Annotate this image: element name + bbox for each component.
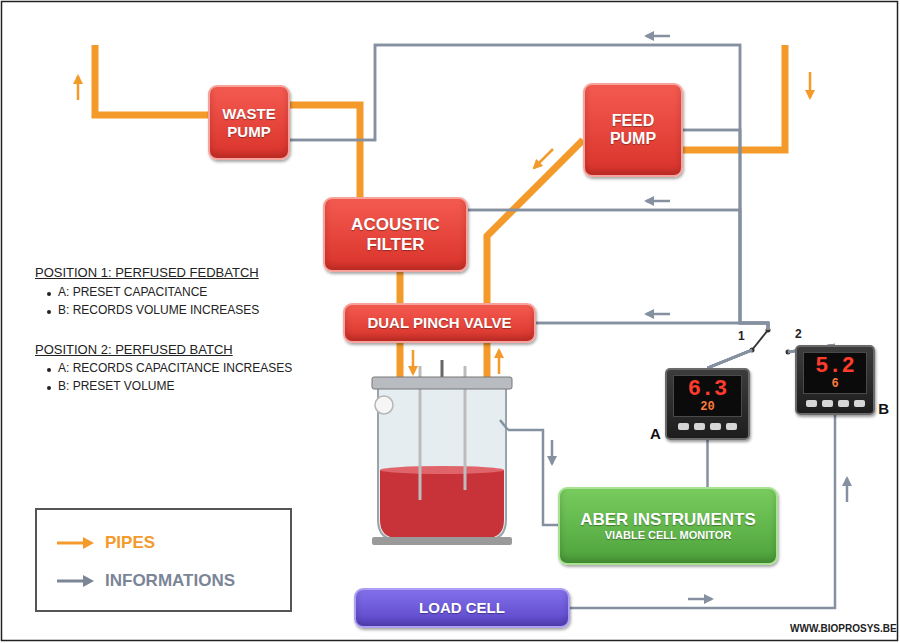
node-label: ABER INSTRUMENTS — [580, 510, 756, 530]
vessel-base — [372, 537, 512, 545]
pump-box: WASTE PUMP — [208, 85, 290, 160]
button-row — [806, 400, 865, 407]
watermark: WWW.BIOPROSYS.BE — [790, 623, 897, 635]
flow-arrow — [412, 350, 415, 374]
signal-arrow — [551, 440, 554, 464]
flow-arrow — [809, 72, 812, 98]
node-label: DUAL PINCH VALVE — [367, 314, 511, 331]
reactor-pipe — [397, 343, 404, 377]
pipe-line — [487, 140, 583, 303]
display-screen: 6.320 — [673, 375, 742, 417]
signal-line — [536, 323, 835, 352]
probe-signal-line — [508, 430, 558, 525]
reactor-pipe — [484, 343, 491, 377]
node-sublabel: VIABLE CELL MONITOR — [605, 529, 732, 542]
mode-heading: POSITION 1: PERFUSED FEDBATCH — [35, 266, 259, 281]
load-cell-box: LOAD CELL — [354, 588, 570, 628]
legend-arrow-head — [83, 537, 94, 549]
device-letter: A — [650, 425, 661, 442]
mode-item: A: PRESET CAPACITANCE — [58, 286, 207, 300]
legend-box: PIPES INFORMATIONS — [35, 508, 292, 612]
legend-text: INFORMATIONS — [105, 571, 235, 591]
legend-arrow-shaft — [57, 580, 85, 583]
switch-lever — [752, 330, 768, 350]
signal-line — [683, 130, 768, 368]
filter-box: ACOUSTIC FILTER — [323, 197, 468, 272]
controller-display: B5.26 — [795, 345, 875, 415]
flow-arrow — [498, 350, 501, 374]
legend-arrow-shaft — [57, 542, 85, 545]
bullet-dot — [47, 292, 51, 296]
display-reading: 6 — [831, 378, 838, 391]
device-button — [806, 400, 817, 407]
culture-medium — [380, 470, 504, 538]
button-row — [678, 423, 737, 430]
signal-line — [536, 323, 768, 368]
medium-surface — [380, 466, 504, 474]
outlet-pipe — [95, 45, 208, 115]
signal-arrow — [646, 200, 670, 203]
device-button — [838, 400, 849, 407]
glass-vessel — [378, 388, 506, 540]
switch-position: 2 — [795, 328, 802, 342]
signal-line — [468, 210, 768, 368]
node-label: LOAD CELL — [419, 599, 505, 616]
signal-line — [570, 415, 835, 608]
device-button — [678, 423, 689, 430]
flow-arrow — [77, 76, 80, 100]
node-label: FEED PUMP — [600, 112, 666, 149]
bullet-dot — [47, 310, 51, 314]
signal-arrow — [646, 313, 670, 316]
inlet-pipe — [683, 45, 785, 150]
mode-item: A: RECORDS CAPACITANCE INCREASES — [58, 362, 292, 376]
legend-arrow — [55, 535, 95, 551]
device-button — [694, 423, 705, 430]
bioreactor — [372, 360, 512, 545]
mode-heading: POSITION 2: PERFUSED BATCH — [35, 343, 233, 358]
signal-arrow — [646, 35, 670, 38]
bullet-dot — [47, 368, 51, 372]
device-button — [710, 423, 721, 430]
pump-box: FEED PUMP — [583, 83, 683, 177]
capacitance-probe — [500, 420, 508, 430]
legend-row: INFORMATIONS — [55, 570, 235, 592]
signal-arrow — [846, 478, 849, 502]
legend-arrow-head — [83, 575, 94, 587]
signal-line — [706, 440, 709, 487]
mode-item: B: RECORDS VOLUME INCREASES — [58, 304, 259, 318]
pipe-line — [397, 272, 404, 303]
switch-position: 1 — [738, 330, 745, 344]
display-reading: 5.2 — [815, 355, 855, 378]
signal-arrow — [688, 598, 712, 601]
node-label: WASTE PUMP — [218, 105, 280, 140]
signal-line — [290, 45, 768, 368]
display-reading: 20 — [700, 401, 714, 414]
device-letter: B — [878, 400, 889, 417]
signal-line — [290, 45, 835, 352]
valve-box: DUAL PINCH VALVE — [343, 303, 536, 343]
monitor-box: ABER INSTRUMENTSVIABLE CELL MONITOR — [558, 487, 778, 565]
signal-line — [683, 130, 835, 352]
mode-item: B: PRESET VOLUME — [58, 380, 174, 394]
display-screen: 5.26 — [803, 352, 867, 394]
flow-arrow — [534, 149, 553, 168]
filter-knob — [375, 396, 393, 414]
head-plate — [372, 377, 512, 389]
legend-arrow — [55, 573, 95, 589]
legend-text: PIPES — [105, 533, 155, 553]
controller-display: A6.320 — [665, 368, 750, 440]
display-reading: 6.3 — [688, 378, 728, 401]
device-button — [726, 423, 737, 430]
node-label: ACOUSTIC FILTER — [344, 215, 448, 254]
device-button — [822, 400, 833, 407]
device-button — [854, 400, 865, 407]
bullet-dot — [47, 386, 51, 390]
legend-row: PIPES — [55, 532, 155, 554]
pipe-line — [290, 105, 360, 197]
